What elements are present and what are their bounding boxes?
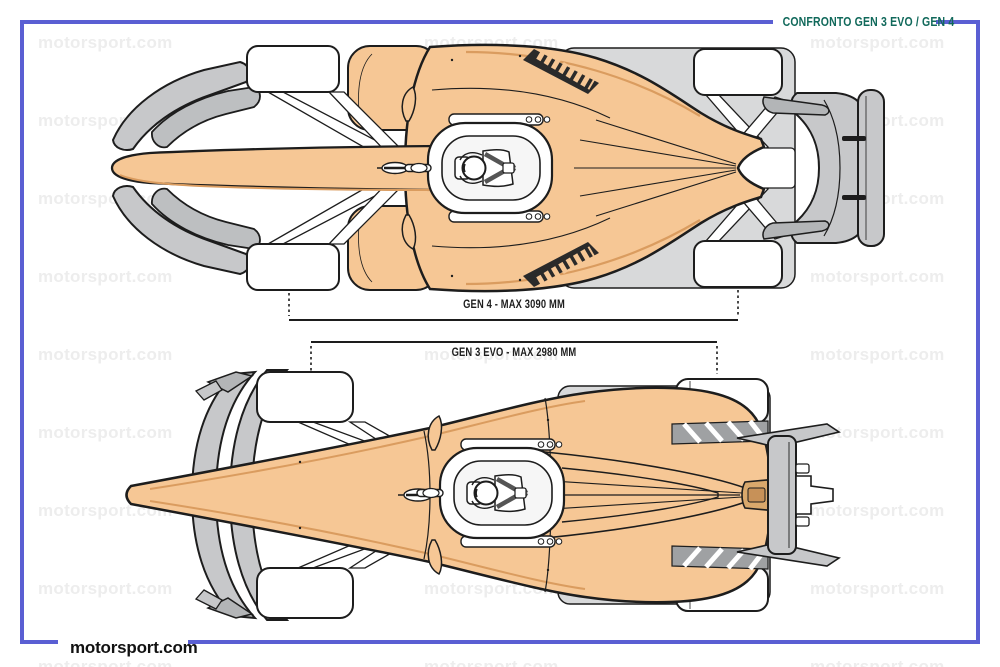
watermark: motorsport.com <box>38 267 173 286</box>
watermark: motorsport.com <box>424 657 559 667</box>
watermark: motorsport.com <box>810 501 945 520</box>
watermark: motorsport.com <box>38 579 173 598</box>
gen4-dimension-label: GEN 4 - MAX 3090 MM <box>463 297 565 311</box>
watermark: motorsport.com <box>424 345 559 364</box>
watermark: motorsport.com <box>38 423 173 442</box>
frame-top-right-segment <box>936 20 980 24</box>
gen3evo-car <box>125 369 840 621</box>
frame-bottom-right-segment <box>188 640 980 644</box>
watermark: motorsport.com <box>38 345 173 364</box>
watermark: motorsport.com <box>38 657 173 667</box>
watermark: motorsport.com <box>810 579 945 598</box>
frame-bottom-left-segment <box>20 640 58 644</box>
watermark: motorsport.com <box>810 33 945 52</box>
watermark: motorsport.com <box>810 423 945 442</box>
motorsport-logo: motorsport.com <box>70 638 198 657</box>
header-title: CONFRONTO GEN 3 EVO / GEN 4 <box>782 15 955 29</box>
gen3evo-dimension-label: GEN 3 EVO - MAX 2980 MM <box>451 345 577 359</box>
watermark: motorsport.com <box>810 267 945 286</box>
gen4-dimension-line <box>288 290 739 321</box>
gen4-car <box>110 45 885 291</box>
gen3evo-dimension-line <box>310 341 718 374</box>
watermark: motorsport.com <box>810 657 945 667</box>
frame-right-line <box>976 20 980 644</box>
frame-left-line <box>20 20 24 644</box>
watermark: motorsport.com <box>810 345 945 364</box>
frame-top-left-segment <box>20 20 773 24</box>
watermark: motorsport.com <box>38 33 173 52</box>
